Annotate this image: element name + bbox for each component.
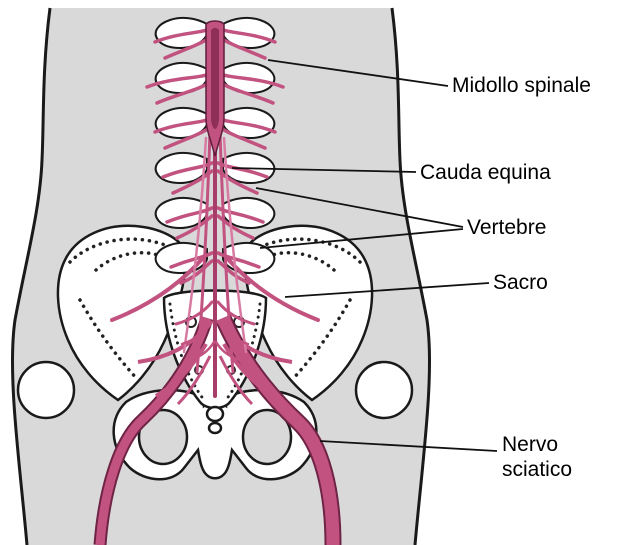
obturator-foramen-right (241, 408, 293, 466)
obturator-foramen-left (137, 408, 189, 466)
coccyx (205, 405, 225, 423)
ilium-left (56, 224, 188, 402)
femur-head-left (16, 360, 76, 420)
sciatic-nerve-left (95, 316, 212, 545)
leader-cauda-equina (231, 167, 417, 173)
body-silhouette (11, 7, 431, 545)
coccyx-tip (207, 421, 223, 435)
leader-sacro (284, 282, 490, 298)
sciatic-nerve-right (217, 315, 340, 545)
sciatic-nerves (93, 314, 342, 545)
label-cauda-equina: Cauda equina (420, 161, 551, 184)
label-midollo-spinale: Midollo spinale (452, 74, 591, 97)
leader-midollo-spinale (267, 59, 449, 87)
leader-lines (231, 59, 498, 452)
pelvis-bones (16, 224, 414, 481)
sacral-root-fans (174, 300, 256, 362)
spinal-cord (205, 20, 225, 157)
ilium-right (242, 224, 374, 402)
femur-head-right (354, 360, 414, 420)
label-nervo-sciatico: Nervo sciatico (502, 433, 573, 482)
label-vertebre: Vertebre (467, 216, 547, 239)
leader-vertebre-lower (259, 228, 464, 249)
cauda-equina-strands (174, 126, 256, 398)
bone-stipple (68, 237, 362, 382)
label-sacro: Sacro (493, 271, 548, 294)
leader-nervo-sciatico (319, 440, 498, 452)
leader-vertebre-upper (255, 187, 464, 228)
